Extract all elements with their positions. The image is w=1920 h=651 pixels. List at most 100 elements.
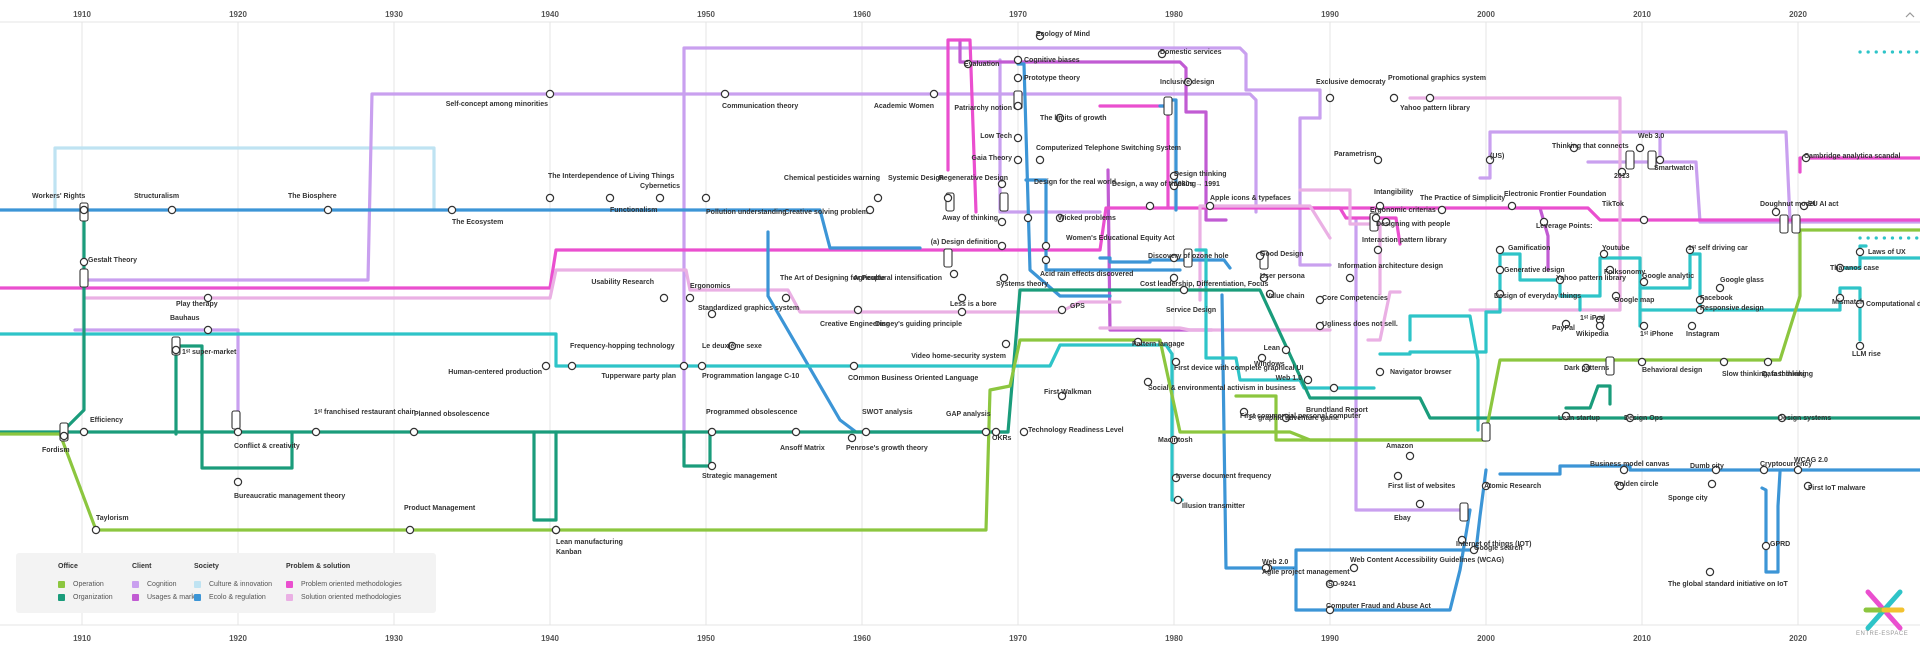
station[interactable] <box>679 361 689 371</box>
station[interactable] <box>1013 155 1023 165</box>
station[interactable] <box>727 341 737 351</box>
station[interactable] <box>1035 155 1045 165</box>
station[interactable] <box>1345 273 1355 283</box>
station[interactable] <box>791 427 801 437</box>
station[interactable] <box>847 433 857 443</box>
station[interactable] <box>1325 605 1335 615</box>
station[interactable] <box>203 325 213 335</box>
station[interactable] <box>1281 413 1291 423</box>
station[interactable] <box>1711 465 1721 475</box>
station[interactable] <box>873 193 883 203</box>
station[interactable] <box>991 427 1001 437</box>
station[interactable] <box>929 89 939 99</box>
station[interactable] <box>1687 321 1697 331</box>
station[interactable] <box>1639 277 1649 287</box>
station[interactable] <box>1169 253 1179 263</box>
interchange-station[interactable] <box>1481 422 1491 442</box>
station[interactable] <box>1349 563 1359 573</box>
station[interactable] <box>1013 55 1023 65</box>
station[interactable] <box>997 241 1007 251</box>
station[interactable] <box>1615 481 1625 491</box>
station[interactable] <box>1171 473 1181 483</box>
station[interactable] <box>1759 465 1769 475</box>
station[interactable] <box>655 193 665 203</box>
station[interactable] <box>720 89 730 99</box>
station[interactable] <box>1389 93 1399 103</box>
station[interactable] <box>1719 357 1729 367</box>
station[interactable] <box>1539 217 1549 227</box>
station[interactable] <box>1469 545 1479 555</box>
station[interactable] <box>707 427 717 437</box>
station[interactable] <box>1639 321 1649 331</box>
interchange-station[interactable] <box>231 410 241 430</box>
station[interactable] <box>1561 319 1571 329</box>
station[interactable] <box>1133 337 1143 347</box>
station[interactable] <box>957 293 967 303</box>
station[interactable] <box>1055 113 1065 123</box>
station[interactable] <box>1239 407 1249 417</box>
station[interactable] <box>849 361 859 371</box>
station[interactable] <box>861 427 871 437</box>
station[interactable] <box>1171 357 1181 367</box>
interchange-station[interactable] <box>1459 502 1469 522</box>
station[interactable] <box>79 205 89 215</box>
station[interactable] <box>707 461 717 471</box>
station[interactable] <box>1157 49 1167 59</box>
station[interactable] <box>1035 31 1045 41</box>
station[interactable] <box>1793 465 1803 475</box>
station[interactable] <box>1801 153 1811 163</box>
station[interactable] <box>1619 465 1629 475</box>
station[interactable] <box>545 89 555 99</box>
station[interactable] <box>1375 201 1385 211</box>
station[interactable] <box>1315 321 1325 331</box>
station[interactable] <box>997 217 1007 227</box>
station[interactable] <box>949 269 959 279</box>
station[interactable] <box>1803 481 1813 491</box>
station[interactable] <box>1617 167 1627 177</box>
station[interactable] <box>997 179 1007 189</box>
interchange-station[interactable] <box>1605 356 1615 376</box>
station[interactable] <box>1481 481 1491 491</box>
station[interactable] <box>1001 339 1011 349</box>
station[interactable] <box>943 193 953 203</box>
interchange-station[interactable] <box>1779 214 1789 234</box>
station[interactable] <box>1405 451 1415 461</box>
station[interactable] <box>1019 427 1029 437</box>
station[interactable] <box>1041 241 1051 251</box>
station[interactable] <box>781 293 791 303</box>
station[interactable] <box>1625 413 1635 423</box>
station[interactable] <box>447 205 457 215</box>
station[interactable] <box>233 477 243 487</box>
station[interactable] <box>865 205 875 215</box>
station[interactable] <box>1485 155 1495 165</box>
station[interactable] <box>1569 143 1579 153</box>
station[interactable] <box>1855 247 1865 257</box>
station[interactable] <box>567 361 577 371</box>
station[interactable] <box>1143 377 1153 387</box>
station[interactable] <box>1055 213 1065 223</box>
station[interactable] <box>1707 479 1717 489</box>
station[interactable] <box>1581 363 1591 373</box>
station[interactable] <box>1835 293 1845 303</box>
station[interactable] <box>1761 541 1771 551</box>
station[interactable] <box>167 205 177 215</box>
station[interactable] <box>1173 495 1183 505</box>
station[interactable] <box>1561 411 1571 421</box>
station[interactable] <box>1777 413 1787 423</box>
station[interactable] <box>1013 133 1023 143</box>
interchange-station[interactable] <box>999 192 1009 212</box>
station[interactable] <box>659 293 669 303</box>
station[interactable] <box>1375 367 1385 377</box>
station[interactable] <box>1169 171 1179 181</box>
station[interactable] <box>1685 245 1695 255</box>
station[interactable] <box>1169 181 1179 191</box>
station[interactable] <box>707 309 717 319</box>
station[interactable] <box>1639 215 1649 225</box>
station[interactable] <box>1057 391 1067 401</box>
station[interactable] <box>1169 273 1179 283</box>
station[interactable] <box>203 293 213 303</box>
station[interactable] <box>1325 579 1335 589</box>
station[interactable] <box>409 427 419 437</box>
station[interactable] <box>1695 295 1705 305</box>
station[interactable] <box>1057 305 1067 315</box>
